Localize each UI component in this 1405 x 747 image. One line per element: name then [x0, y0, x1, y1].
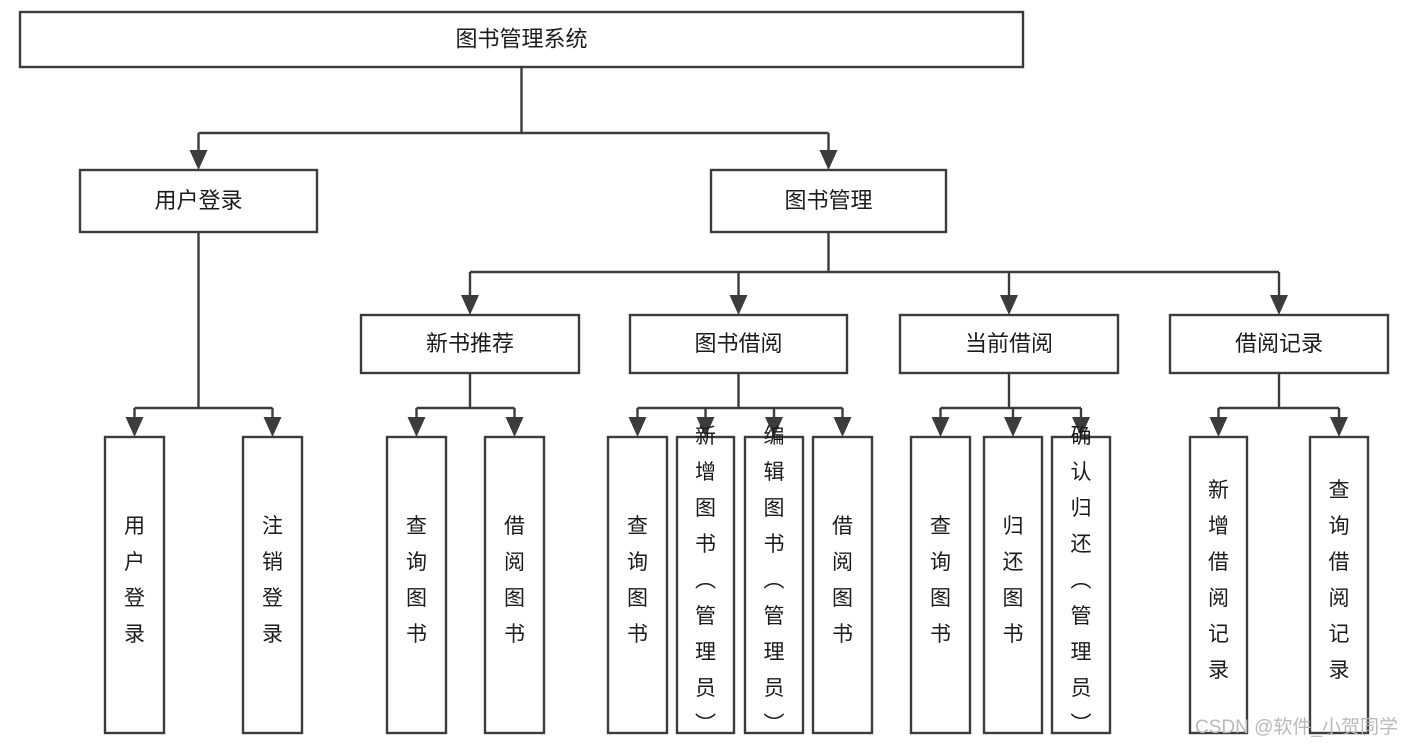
node-l3-0[interactable]: 新书推荐	[359, 313, 581, 375]
node-label: 注销登录	[262, 515, 283, 646]
node-box	[1188, 435, 1249, 735]
node-leaf-8[interactable]: 查询图书	[909, 435, 972, 735]
nodes-layer: 图书管理系统用户登录图书管理新书推荐图书借阅当前借阅借阅记录用户登录注销登录查询…	[18, 10, 1390, 736]
node-label: 用户登录	[154, 188, 242, 213]
node-box	[1308, 435, 1370, 735]
userlogin-to-leaves-arrow-0	[125, 417, 144, 437]
node-box	[743, 435, 805, 735]
l3-3-to-leaves-arrow-1	[1330, 417, 1348, 437]
node-box	[385, 435, 448, 735]
node-label: 查询图书	[930, 515, 951, 646]
node-label: 图书借阅	[694, 331, 782, 356]
node-leaf-7[interactable]: 借阅图书	[811, 435, 874, 735]
node-box	[675, 435, 736, 735]
l3-2-to-leaves-arrow-0	[931, 417, 950, 437]
node-l3-3[interactable]: 借阅记录	[1168, 313, 1390, 375]
node-box	[359, 313, 581, 375]
l3-1-to-leaves-arrow-3	[833, 417, 852, 437]
node-label: 借阅记录	[1235, 331, 1323, 356]
root-to-l2-arrow-1	[819, 150, 838, 170]
node-box	[1050, 435, 1112, 735]
l3-1-to-leaves-arrow-0	[628, 417, 647, 437]
node-leaf-3[interactable]: 借阅图书	[483, 435, 546, 735]
connectors-layer	[125, 67, 1348, 437]
node-box	[628, 313, 849, 375]
node-label: 用户登录	[124, 515, 145, 646]
node-leaf-11[interactable]: 新增借阅记录	[1188, 435, 1249, 735]
node-leaf-10[interactable]: 确认归还︵管理员︶	[1050, 425, 1112, 736]
node-box	[78, 168, 319, 234]
csdn-watermark: CSDN @软件_小贺同学	[1195, 716, 1398, 738]
node-box	[606, 435, 669, 735]
node-box	[982, 435, 1044, 735]
node-box	[709, 168, 948, 234]
node-label: 查询图书	[406, 515, 427, 646]
bookmgmt-to-l3-arrow-1	[729, 295, 748, 315]
node-box	[483, 435, 546, 735]
root-to-l2-arrow-0	[189, 150, 208, 170]
bookmgmt-to-l3-arrow-0	[461, 295, 479, 315]
l3-2-to-leaves-arrow-1	[1004, 417, 1022, 437]
node-box	[18, 10, 1025, 69]
node-label: 借阅图书	[504, 515, 525, 646]
node-l2-0[interactable]: 用户登录	[78, 168, 319, 234]
userlogin-to-leaves-arrow-1	[263, 417, 282, 437]
node-label: 编辑图书︵管理员︶	[764, 425, 785, 736]
node-leaf-6[interactable]: 编辑图书︵管理员︶	[743, 425, 805, 736]
node-label: 当前借阅	[965, 331, 1053, 356]
node-leaf-5[interactable]: 新增图书︵管理员︶	[675, 425, 736, 736]
node-box	[1168, 313, 1390, 375]
node-box	[103, 435, 166, 735]
node-leaf-4[interactable]: 查询图书	[606, 435, 669, 735]
node-box	[241, 435, 304, 735]
node-box	[909, 435, 972, 735]
node-box	[898, 313, 1120, 375]
node-l2-1[interactable]: 图书管理	[709, 168, 948, 234]
node-root-0[interactable]: 图书管理系统	[18, 10, 1025, 69]
bookmgmt-to-l3-arrow-3	[1270, 295, 1288, 315]
node-label: 新增借阅记录	[1208, 479, 1229, 682]
node-leaf-1[interactable]: 注销登录	[241, 435, 304, 735]
node-label: 借阅图书	[832, 515, 853, 646]
node-leaf-9[interactable]: 归还图书	[982, 435, 1044, 735]
node-box	[811, 435, 874, 735]
node-label: 查询借阅记录	[1329, 479, 1350, 682]
node-label: 确认归还︵管理员︶	[1071, 425, 1092, 736]
bookmgmt-to-l3-arrow-2	[1000, 295, 1018, 315]
node-label: 新书推荐	[426, 331, 514, 356]
l3-0-to-leaves-arrow-0	[407, 417, 426, 437]
node-label: 查询图书	[627, 515, 648, 646]
l3-3-to-leaves-arrow-0	[1209, 417, 1228, 437]
node-label: 图书管理	[784, 188, 872, 213]
node-label: 图书管理系统	[455, 26, 587, 51]
l3-1-to-leaves-arrow-2	[765, 417, 783, 437]
node-leaf-12[interactable]: 查询借阅记录	[1308, 435, 1370, 735]
node-leaf-0[interactable]: 用户登录	[103, 435, 166, 735]
node-l3-1[interactable]: 图书借阅	[628, 313, 849, 375]
l3-2-to-leaves-arrow-2	[1072, 417, 1090, 437]
l3-1-to-leaves-arrow-1	[696, 417, 715, 437]
node-label: 新增图书︵管理员︶	[695, 425, 716, 736]
node-l3-2[interactable]: 当前借阅	[898, 313, 1120, 375]
node-label: 归还图书	[1003, 515, 1024, 646]
l3-0-to-leaves-arrow-1	[505, 417, 524, 437]
node-leaf-2[interactable]: 查询图书	[385, 435, 448, 735]
